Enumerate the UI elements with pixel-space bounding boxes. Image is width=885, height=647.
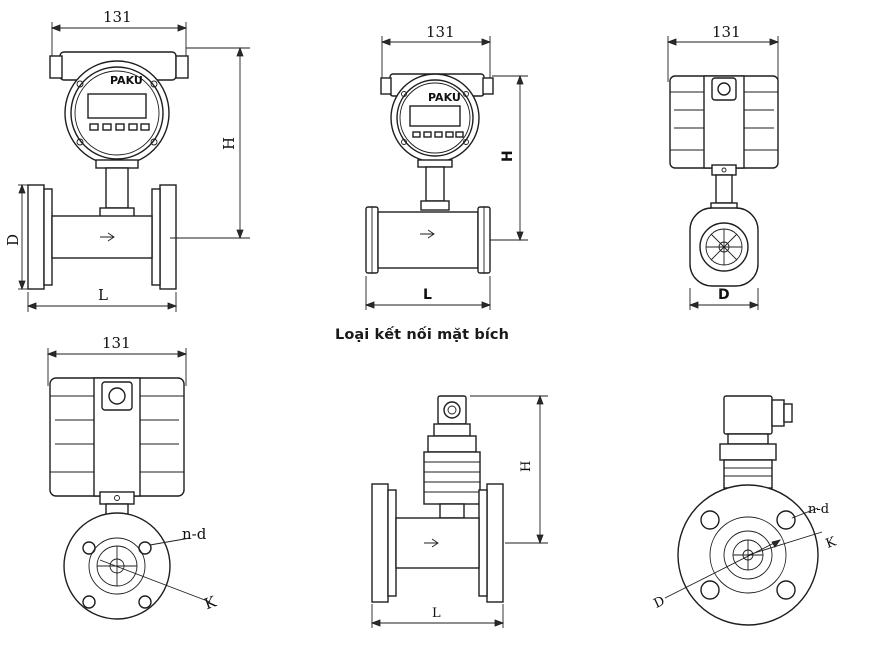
v5-length-label: L xyxy=(432,606,441,621)
view-3-side-wafer: 131 D xyxy=(666,23,780,310)
v4-holes-label: n-d xyxy=(182,525,207,543)
v6-pcd-label: K xyxy=(824,534,839,552)
v5-height-label: H xyxy=(519,461,534,472)
v4-width-label: 131 xyxy=(102,334,131,352)
v1-logo: PAKU xyxy=(110,74,143,87)
v3-width-label: 131 xyxy=(712,23,741,41)
v2-height-label: H xyxy=(500,150,516,162)
v2-length-label: L xyxy=(423,287,432,303)
v6-diameter-label: D xyxy=(652,594,668,612)
view-4-side-flanged: 131 n-d K xyxy=(46,334,219,620)
view-1-front-display-flanged: 131 PAKU xyxy=(4,8,250,312)
v1-length-label: L xyxy=(98,286,108,304)
v3-diameter-label: D xyxy=(718,287,730,303)
v1-height-label: H xyxy=(220,137,238,150)
v6-holes-label: n-d xyxy=(808,502,829,517)
section-title: Loại kết nối mặt bích xyxy=(335,327,510,343)
view-6-side-sensor-flanged: n-d K D xyxy=(652,395,839,626)
view-5-front-sensor-flanged: H L xyxy=(370,394,548,628)
view-2-front-display-clamp: 131 PAKU H L xyxy=(364,23,528,310)
v1-diameter-label: D xyxy=(4,234,22,246)
v2-logo: PAKU xyxy=(428,91,461,104)
v4-pcd-label: K xyxy=(202,592,219,613)
v2-width-label: 131 xyxy=(426,23,455,41)
v1-width-label: 131 xyxy=(103,8,132,26)
